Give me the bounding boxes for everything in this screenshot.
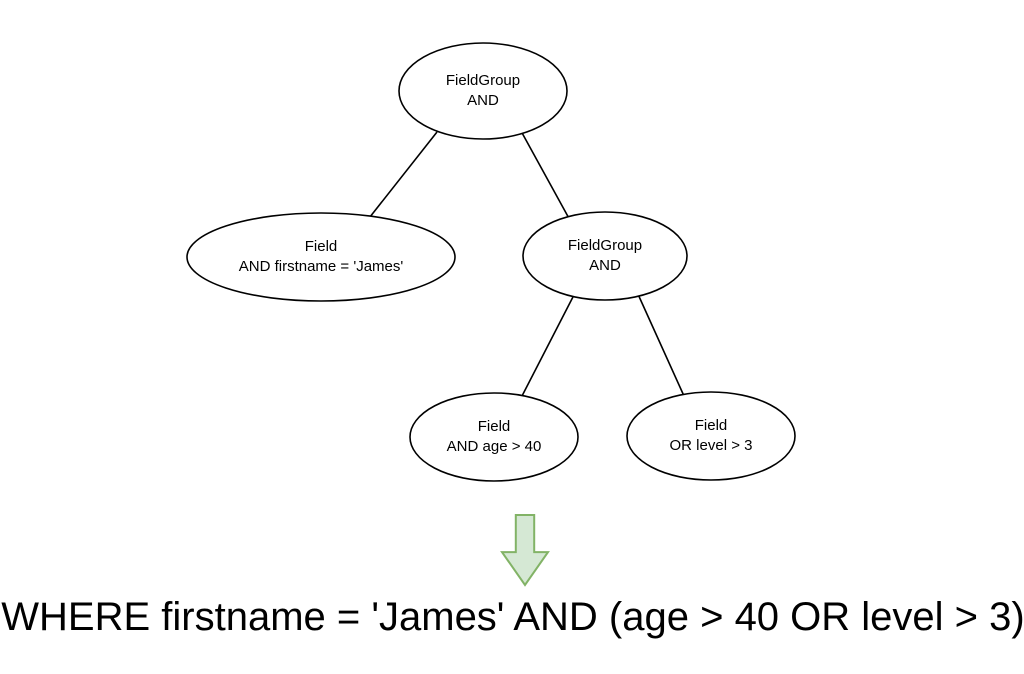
edge-group-inner-to-field-level (636, 291, 685, 397)
edge-root-to-group-inner (520, 130, 572, 223)
edge-group-inner-to-field-age (521, 292, 576, 397)
sql-caption: WHERE firstname = 'James' AND (age > 40 … (1, 595, 1024, 639)
node-ellipse[interactable] (409, 392, 579, 482)
edge-root-to-field-firstname (365, 131, 438, 223)
node-ellipse[interactable] (626, 391, 796, 481)
node-ellipse[interactable] (522, 211, 688, 301)
node-ellipse[interactable] (398, 42, 568, 140)
node-ellipse[interactable] (186, 212, 456, 302)
down-arrow-icon (500, 514, 550, 587)
edge-group (365, 130, 685, 397)
